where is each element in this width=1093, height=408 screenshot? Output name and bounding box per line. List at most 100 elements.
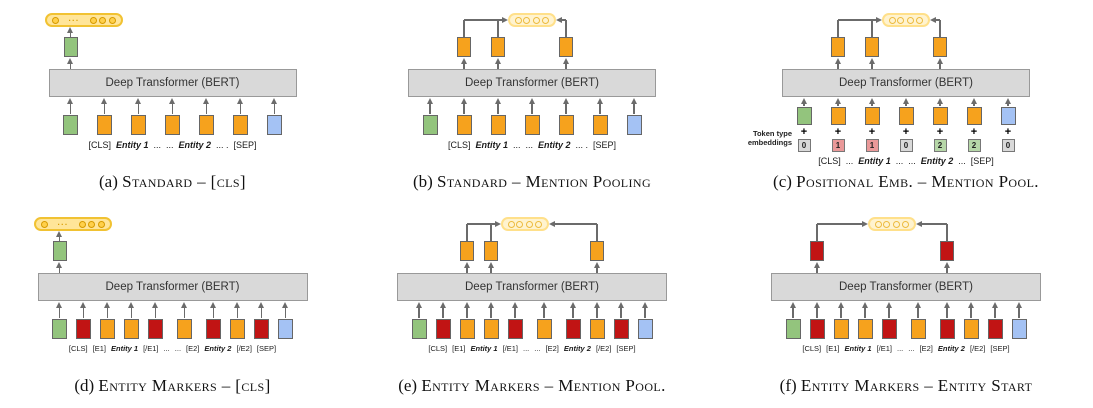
output-box-orange — [457, 37, 471, 57]
arrow-up-icon — [569, 302, 576, 308]
token-box-green — [796, 107, 812, 125]
arrow-up-icon — [834, 58, 841, 64]
token-label: [CLS] — [88, 140, 111, 150]
token-box-blue — [267, 115, 282, 135]
transformer-box: Deep Transformer (BERT) — [48, 69, 297, 97]
panel-a: Deep Transformer (BERT)···[CLS]Entity 1.… — [0, 0, 345, 204]
panel-c-diagram: Deep Transformer (BERT)[CLS]...Entity 1.… — [736, 3, 1076, 169]
output-box-orange — [484, 241, 498, 261]
token-label: [/E2] — [969, 344, 986, 353]
arrow-up-icon — [943, 262, 950, 268]
token-box-blue — [1011, 319, 1027, 339]
arrow-line — [946, 308, 948, 318]
token-label: Entity 1 — [858, 156, 891, 166]
token-label: [SEP] — [616, 344, 636, 353]
arrow-line — [490, 268, 492, 273]
arrow-line — [490, 308, 492, 318]
token-label: [CLS] — [818, 156, 841, 166]
arrow-up-icon — [593, 262, 600, 268]
token-box-red — [148, 319, 163, 339]
token-label: ... — [897, 344, 904, 353]
arrow-up-icon — [593, 302, 600, 308]
token-label: Entity 2 — [538, 140, 571, 150]
output-representation-pill: ··· — [33, 217, 112, 231]
arrow-line — [429, 104, 431, 114]
caption-prefix: (a) — [98, 172, 118, 191]
arrow-line — [864, 308, 866, 318]
output-box-orange — [460, 241, 474, 261]
arrow-line — [130, 308, 133, 318]
pill-node-icon — [108, 16, 116, 24]
arrow-line — [1018, 308, 1020, 318]
arrow-line — [973, 104, 975, 106]
pill-node-icon — [897, 16, 904, 24]
pill-node-icon — [892, 220, 900, 228]
arrow-line — [171, 104, 174, 114]
pill-node-icon — [515, 16, 522, 24]
arrow-up-icon — [528, 98, 535, 104]
token-box-orange — [932, 107, 948, 125]
arrow-up-icon — [511, 302, 518, 308]
caption-text: Standard – Mention Pooling — [437, 172, 652, 191]
arrow-up-icon — [460, 98, 467, 104]
arrow-line — [888, 308, 890, 318]
arrow-line — [497, 104, 499, 114]
arrow-line — [599, 104, 601, 114]
pill-node-group — [523, 16, 549, 24]
token-box-orange — [483, 319, 499, 339]
arrow-line — [620, 308, 622, 318]
token-box-orange — [592, 115, 608, 135]
token-box-red — [76, 319, 91, 339]
token-label: [/E1] — [502, 344, 519, 353]
token-type-box-gray: 0 — [899, 139, 913, 152]
token-box-orange — [124, 319, 139, 339]
panel-e: Deep Transformer (BERT)[CLS][E1]Entity 1… — [345, 204, 719, 408]
pill-node-icon — [523, 16, 530, 24]
arrow-up-icon — [487, 262, 494, 268]
pill-node-group — [897, 16, 923, 24]
token-box-orange — [963, 319, 979, 339]
arrow-up-icon — [237, 98, 243, 104]
output-box-orange — [831, 37, 845, 57]
panel-f-caption: (f) Entity Markers – Entity Start — [780, 376, 1033, 396]
token-box-orange — [830, 107, 846, 125]
arrow-line — [466, 268, 468, 273]
arrow-line — [236, 308, 239, 318]
pill-node-icon — [535, 220, 542, 228]
arrow-left-icon — [549, 220, 555, 227]
plus-icon: + — [868, 126, 876, 138]
token-box-orange — [558, 115, 574, 135]
arrow-up-icon — [868, 58, 875, 64]
pill-node-icon — [97, 220, 105, 228]
arrow-up-icon — [463, 302, 470, 308]
caption-text: Standard – [cls] — [122, 172, 246, 191]
token-box-orange — [131, 115, 146, 135]
token-box-red — [809, 319, 825, 339]
arrow-up-icon — [135, 98, 141, 104]
token-label: ... — [174, 344, 182, 353]
output-box-orange — [865, 37, 879, 57]
connector-line — [497, 20, 499, 37]
arrow-line — [82, 308, 85, 318]
token-label: [/E2] — [595, 344, 612, 353]
pill-node-icon — [88, 220, 95, 228]
arrow-line — [565, 104, 567, 114]
arrow-up-icon — [813, 302, 820, 308]
token-label: Entity 2 — [204, 344, 232, 353]
token-label: ... — [845, 156, 854, 166]
token-box-green — [52, 319, 67, 339]
transformer-box: Deep Transformer (BERT) — [782, 69, 1030, 97]
panel-c-caption: (c) Positional Emb. – Mention Pool. — [773, 172, 1039, 192]
token-box-orange — [898, 107, 914, 125]
token-box-orange — [97, 115, 112, 135]
arrow-line — [183, 308, 186, 318]
output-box-red — [810, 241, 824, 261]
token-label: ... . — [575, 140, 589, 150]
token-box-orange — [459, 319, 475, 339]
arrow-up-icon — [439, 302, 446, 308]
output-box-green — [52, 241, 67, 261]
token-type-box-pink: 1 — [831, 139, 845, 152]
panel-e-caption: (e) Entity Markers – Mention Pool. — [398, 376, 666, 396]
arrow-up-icon — [67, 58, 73, 64]
arrow-up-icon — [885, 302, 892, 308]
